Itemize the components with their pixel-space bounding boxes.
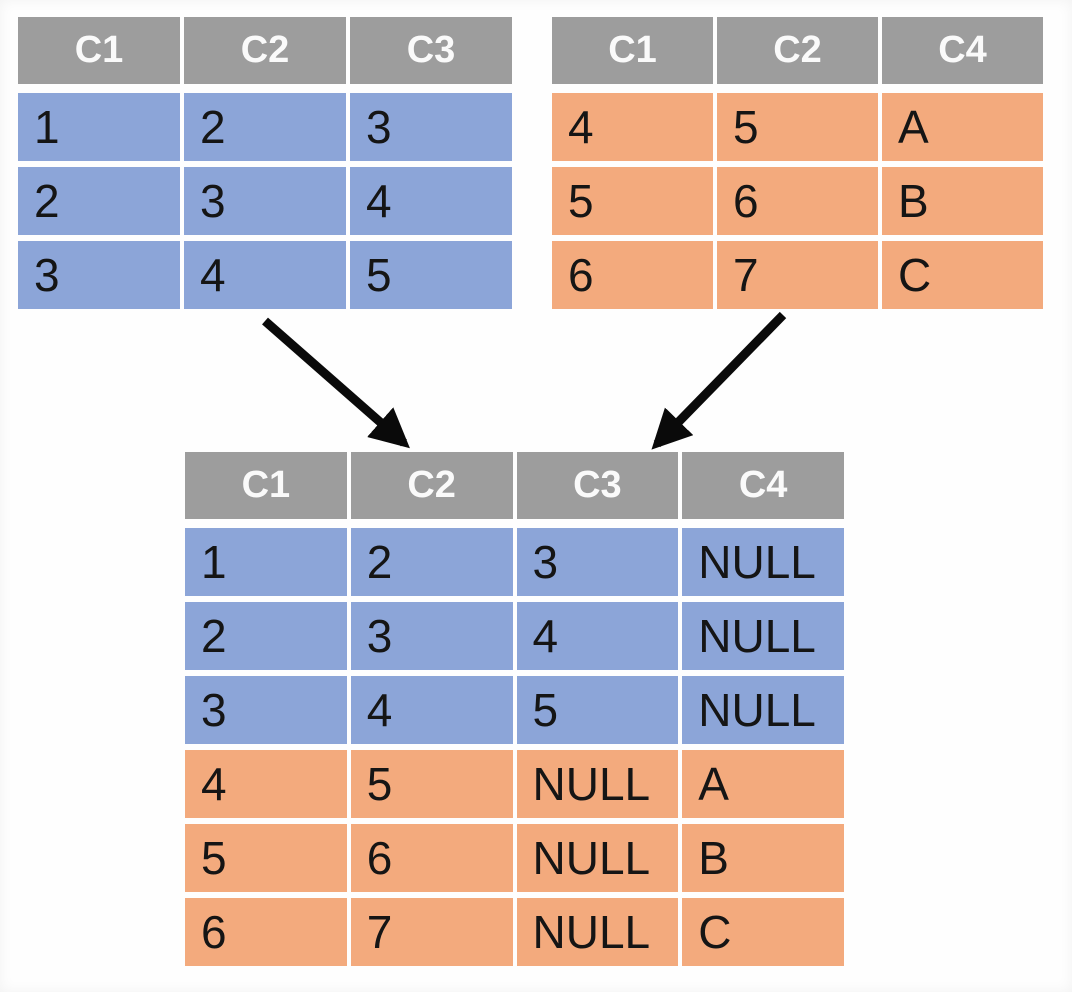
data-cell: 4 [552,93,713,161]
data-cell: 2 [350,528,513,596]
data-cell: 7 [350,898,513,966]
data-cell: 2 [18,167,180,235]
data-cell: 5 [185,824,347,892]
data-cell: A [682,750,844,818]
data-cell: 6 [185,898,347,966]
data-cell: B [882,167,1043,235]
data-cell: NULL [516,824,679,892]
data-cell: 6 [717,167,878,235]
data-cell: NULL [682,602,844,670]
data-cell: 1 [18,93,180,161]
data-cell: 6 [552,241,713,309]
column-header: C1 [185,452,347,519]
column-header: C4 [882,17,1043,84]
data-cell: A [882,93,1043,161]
data-cell: 1 [185,528,347,596]
column-header: C2 [350,452,513,519]
column-header: C4 [682,452,844,519]
data-cell: C [882,241,1043,309]
column-header: C2 [184,17,346,84]
data-cell: 4 [516,602,679,670]
data-cell: 5 [552,167,713,235]
data-cell: 5 [717,93,878,161]
data-cell: 2 [184,93,346,161]
column-header: C3 [350,17,512,84]
data-cell: 3 [350,93,512,161]
data-cell: 3 [18,241,180,309]
column-header: C2 [717,17,878,84]
data-cell: 3 [184,167,346,235]
data-cell: 7 [717,241,878,309]
data-cell: 3 [350,602,513,670]
data-cell: 4 [184,241,346,309]
data-cell: 5 [516,676,679,744]
column-header: C1 [18,17,180,84]
data-cell: NULL [682,676,844,744]
data-cell: 4 [350,676,513,744]
data-cell: NULL [516,750,679,818]
data-cell: 5 [350,241,512,309]
merge-arrow-left [262,317,410,449]
column-header: C3 [516,452,679,519]
merge-arrow-right [651,311,787,450]
data-cell: B [682,824,844,892]
column-header: C1 [552,17,713,84]
data-cell: 6 [350,824,513,892]
data-cell: NULL [682,528,844,596]
data-cell: 4 [350,167,512,235]
data-cell: 3 [185,676,347,744]
data-cell: 3 [516,528,679,596]
data-cell: 4 [185,750,347,818]
data-cell: 5 [350,750,513,818]
data-cell: NULL [516,898,679,966]
data-cell: C [682,898,844,966]
data-cell: 2 [185,602,347,670]
